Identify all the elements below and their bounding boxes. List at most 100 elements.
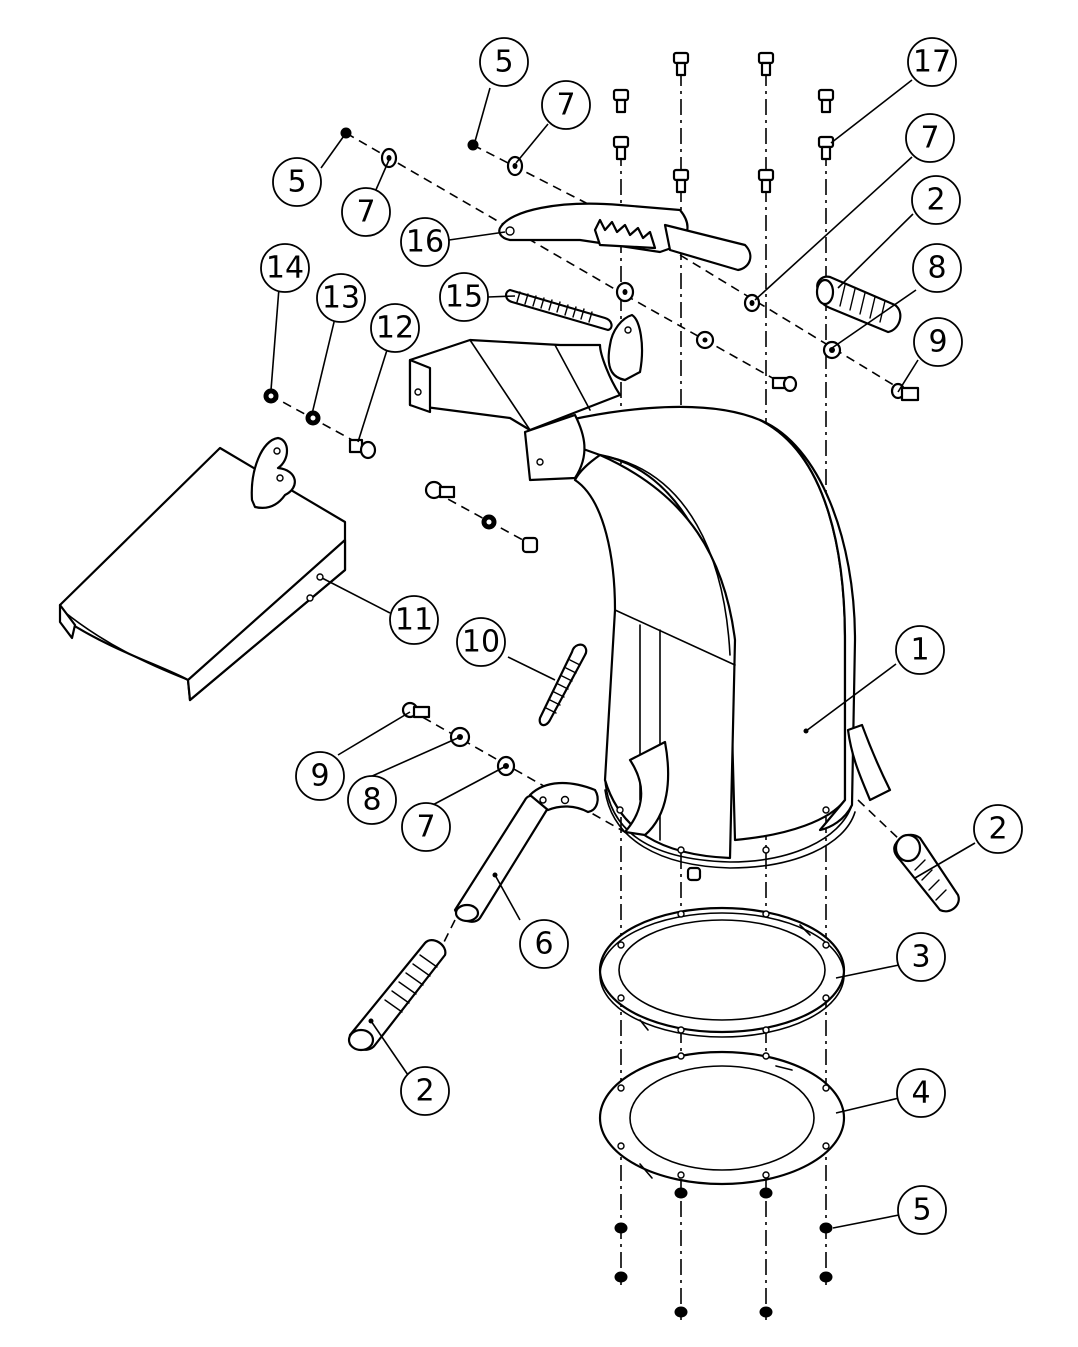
hood-hardware — [263, 388, 539, 554]
callout-3: 3 — [896, 932, 946, 982]
callout-5: 5 — [479, 37, 529, 87]
washer-icon — [380, 147, 398, 169]
svg-text:2: 2 — [415, 1074, 434, 1109]
callout-11: 11 — [389, 595, 439, 645]
svg-text:2: 2 — [988, 812, 1007, 847]
callout-9: 9 — [913, 317, 963, 367]
bolt-icon — [401, 701, 431, 719]
nut-icon — [263, 388, 279, 404]
svg-text:3: 3 — [911, 940, 930, 975]
svg-text:7: 7 — [920, 121, 939, 156]
washer-icon — [506, 155, 524, 177]
bolt-icon — [424, 480, 456, 500]
bolt-icon — [672, 51, 690, 77]
callout-16: 16 — [400, 217, 450, 267]
svg-text:17: 17 — [913, 45, 951, 80]
bolt-icon — [771, 375, 798, 393]
callout-7: 7 — [401, 802, 451, 852]
chute-body-part — [408, 338, 892, 869]
nut-icon — [686, 866, 702, 882]
nut-icon — [674, 1306, 688, 1318]
callout-7: 7 — [905, 113, 955, 163]
callout-6: 6 — [519, 919, 569, 969]
washer-icon — [481, 514, 497, 530]
callout-7: 7 — [341, 187, 391, 237]
deflector-part — [58, 436, 347, 702]
nut-icon — [674, 1187, 688, 1199]
svg-text:1: 1 — [910, 633, 929, 668]
callout-8: 8 — [912, 243, 962, 293]
grip-part-lower-right — [893, 833, 960, 913]
svg-text:13: 13 — [322, 281, 360, 316]
gasket-part — [598, 1050, 846, 1186]
bracket-part — [607, 313, 644, 382]
callout-8: 8 — [347, 775, 397, 825]
washer-icon — [695, 330, 715, 350]
callout-5: 5 — [272, 157, 322, 207]
callout-7: 7 — [541, 80, 591, 130]
nut-icon — [467, 139, 479, 151]
bolt-icon — [672, 168, 690, 194]
bolt-icon — [612, 88, 630, 114]
callout-2: 2 — [911, 175, 961, 225]
svg-text:8: 8 — [362, 783, 381, 818]
svg-text:2: 2 — [926, 183, 945, 218]
callout-4: 4 — [896, 1068, 946, 1118]
nut-icon — [759, 1187, 773, 1199]
svg-text:16: 16 — [406, 225, 444, 260]
callout-9: 9 — [295, 751, 345, 801]
svg-text:11: 11 — [395, 603, 433, 638]
svg-text:7: 7 — [416, 810, 435, 845]
nut-icon — [614, 1271, 628, 1283]
svg-text:7: 7 — [356, 195, 375, 230]
bolt-icon — [348, 438, 377, 460]
bolt-icon — [612, 135, 630, 161]
callout-1: 1 — [895, 625, 945, 675]
callout-17: 17 — [907, 37, 957, 87]
svg-text:12: 12 — [376, 311, 414, 346]
grip-part-lower-left — [347, 939, 447, 1052]
svg-text:5: 5 — [287, 165, 306, 200]
svg-text:5: 5 — [912, 1193, 931, 1228]
svg-text:9: 9 — [310, 759, 329, 794]
grip-part — [815, 275, 902, 334]
handle-tube-part — [453, 781, 599, 923]
callout-13: 13 — [316, 273, 366, 323]
nut-icon — [759, 1306, 773, 1318]
bolt-icon — [817, 135, 835, 161]
svg-text:9: 9 — [928, 325, 947, 360]
svg-text:4: 4 — [911, 1076, 930, 1111]
lever-part — [498, 202, 752, 272]
svg-text:7: 7 — [556, 88, 575, 123]
svg-text:8: 8 — [927, 251, 946, 286]
washer-icon — [615, 281, 635, 303]
nut-icon — [819, 1222, 833, 1234]
spring-part-lower — [538, 643, 588, 727]
svg-text:14: 14 — [266, 251, 304, 286]
callout-5: 5 — [897, 1185, 947, 1235]
nut-icon — [614, 1222, 628, 1234]
bolt-icon — [890, 382, 920, 402]
ring-part — [598, 906, 846, 1038]
callout-2: 2 — [400, 1066, 450, 1116]
top-bolts — [612, 51, 835, 194]
svg-text:10: 10 — [462, 625, 500, 660]
nut-icon — [819, 1271, 833, 1283]
bottom-nuts — [614, 1187, 833, 1318]
callout-15: 15 — [439, 272, 489, 322]
svg-text:5: 5 — [494, 45, 513, 80]
callout-2: 2 — [973, 804, 1023, 854]
callout-12: 12 — [370, 303, 420, 353]
top-hardware — [340, 127, 920, 402]
svg-text:15: 15 — [445, 280, 483, 315]
spring-part — [505, 288, 613, 332]
svg-text:6: 6 — [534, 927, 553, 962]
callout-14: 14 — [260, 243, 310, 293]
leader-lines — [270, 79, 976, 1229]
callout-10: 10 — [456, 617, 506, 667]
bolt-icon — [757, 51, 775, 77]
bolt-icon — [757, 168, 775, 194]
bolt-icon — [817, 88, 835, 114]
nut-icon — [521, 536, 539, 554]
